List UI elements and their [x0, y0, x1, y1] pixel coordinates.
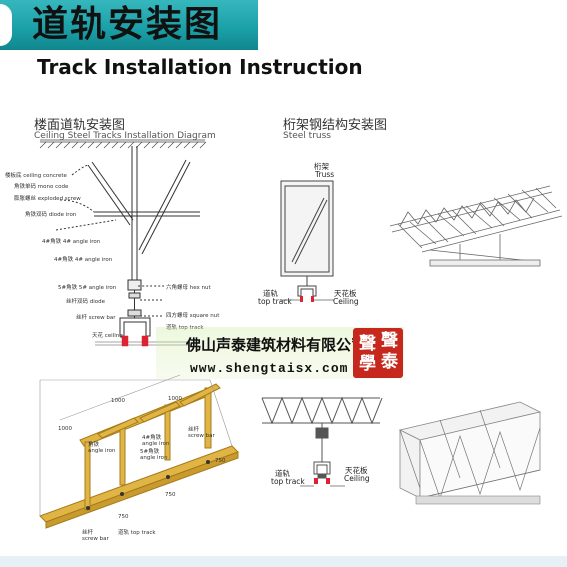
dim-1000-right: 1000: [168, 396, 182, 402]
label-angle-iron-5: 5#角铁 5# angle iron: [58, 285, 117, 291]
page-title-en: Track Installation Instruction: [37, 55, 363, 79]
label-angle-iron-2: 4#角铁 4# angle iron: [54, 257, 113, 263]
label-truss-en: Truss: [315, 170, 335, 179]
label-exploded-screw: 膨胀螺丝 exploded screw: [14, 196, 81, 202]
label-diode-iron: 角铁双码 diode iron: [25, 212, 77, 218]
label-truss-ceiling-en: Ceiling: [333, 297, 359, 306]
title-tab-decoration: [0, 4, 12, 46]
ceiling-diagram-title-cn: 楼面道轨安装图: [34, 118, 126, 133]
label-ceiling-concrete: 楼板底 ceiling concrete: [5, 173, 67, 179]
company-name: 佛山声泰建筑材料有限公司: [186, 336, 367, 354]
label-truss-ceiling-cn: 天花板: [334, 289, 357, 298]
dim-1000-left: 1000: [58, 426, 72, 432]
ceiling-diagram-title-en: Ceiling Steel Tracks Installation Diagra…: [34, 131, 216, 141]
title-banner: [0, 0, 258, 50]
company-website: www.shengtaisx.com: [190, 361, 349, 376]
iso-label-top-track: 道轨 top track: [118, 530, 156, 536]
company-seal-logo: 聲 聲 學 泰: [353, 328, 403, 378]
label-truss-cn: 桁架: [314, 162, 329, 171]
dim-1000-top: 1000: [111, 398, 125, 404]
label-hanger-ceiling-cn: 天花板: [345, 466, 368, 475]
label-top-track: 道轨 top track: [166, 323, 204, 331]
dim-750-b: 750: [165, 492, 176, 498]
label-angle-iron-1: 4#角铁 4# angle iron: [42, 239, 101, 245]
label-square-nut: 四方螺母 square nut: [166, 313, 220, 319]
label-hex-nut: 六角螺母 hex nut: [166, 285, 211, 291]
label-screw-diode: 丝杆双码 diode: [66, 299, 106, 305]
label-hanger-track-cn: 道轨: [275, 469, 290, 478]
label-ceiling: 天花 ceiling: [92, 333, 123, 339]
label-hanger-track-en: top track: [271, 477, 305, 486]
page-title-cn: 道轨安装图: [32, 4, 223, 45]
label-screw-bar: 丝杆 screw bar: [76, 315, 116, 321]
dim-750-c: 750: [118, 514, 129, 520]
dim-750-a: 750: [215, 458, 226, 464]
label-truss-track-en: top track: [258, 297, 292, 306]
label-truss-track-cn: 道轨: [263, 289, 278, 298]
footer-strip: [0, 556, 567, 567]
truss-diagram-title-cn: 桁架钢结构安装图: [283, 118, 388, 133]
label-mono-code: 角铁单码 mono code: [14, 184, 69, 190]
label-hanger-ceiling-en: Ceiling: [344, 474, 370, 483]
truss-diagram-title-en: Steel truss: [283, 131, 331, 141]
